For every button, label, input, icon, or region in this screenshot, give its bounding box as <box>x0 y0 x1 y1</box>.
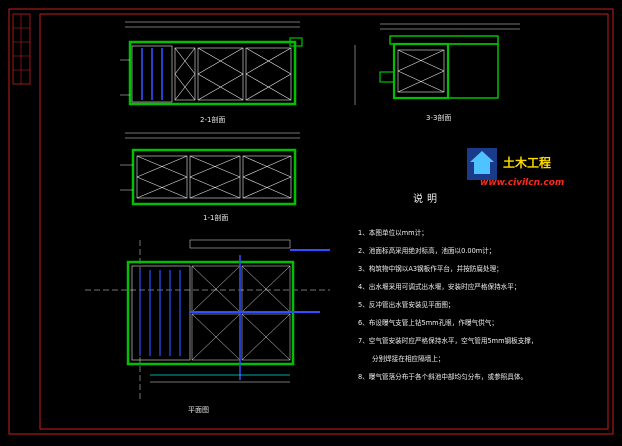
section-3-3-label: 3-3剖面 <box>426 113 451 122</box>
logo-url-text: www.civilcn.com <box>480 178 564 188</box>
section-1-1-drawing <box>120 132 300 206</box>
section-2-1-drawing <box>120 21 303 106</box>
note-item: 2、池面标高采用绝对标高，池面以0.00m计； <box>358 246 495 255</box>
note-item: 分别焊接在相应隔墙上； <box>372 354 445 363</box>
notes-title: 说明 <box>413 192 441 205</box>
notes-list: 1、本图单位以mm计； 2、池面标高采用绝对标高，池面以0.00m计； 3、构筑… <box>358 228 538 381</box>
note-item: 7、空气管安装时应严格保持水平，空气管用5mm钢板支撑， <box>358 336 538 345</box>
note-item: 8、曝气管落分布于各个斜池中部均匀分布，或参照具体。 <box>358 372 527 381</box>
section-1-1-label: 1-1剖面 <box>203 213 228 222</box>
logo-cn-text: 土木工程 <box>503 155 551 170</box>
plan-label: 平面图 <box>188 406 209 414</box>
civilcn-logo: 土木工程 www.civilcn.com <box>467 148 564 188</box>
sheet-frame <box>8 8 614 435</box>
note-item: 1、本图单位以mm计； <box>358 228 428 237</box>
note-item: 6、布设曝气支管上钻5mm孔眼，作曝气供气； <box>358 318 498 327</box>
note-item: 3、构筑物中钢以A3钢板作平台，并按防腐处理； <box>358 264 503 273</box>
plan-drawing <box>85 239 330 400</box>
section-2-1-label: 2-1剖面 <box>200 115 225 124</box>
section-3-3-drawing <box>354 23 520 105</box>
note-item: 4、出水堰采用可调式出水堰，安装时应严格保持水平； <box>358 282 520 291</box>
house-icon <box>470 151 494 162</box>
note-item: 5、反冲管出水管安装见平面图； <box>358 300 455 309</box>
